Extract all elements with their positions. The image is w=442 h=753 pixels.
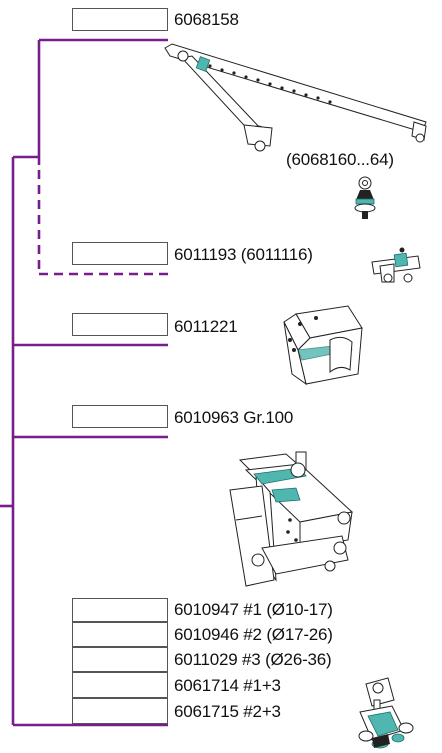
label-variant-5: 6061715 #2+3 — [174, 702, 281, 721]
checkbox-variant-4[interactable] — [72, 672, 168, 698]
checkbox-variant-2[interactable] — [72, 622, 168, 647]
arm-assembly-image — [164, 43, 427, 152]
label-6011193: 6011193 (6011116) — [174, 245, 313, 264]
label-variant-2: 6010946 #2 (Ø17-26) — [174, 625, 333, 644]
small-bracket-image — [371, 247, 421, 283]
block-image — [283, 305, 363, 386]
label-6010963: 6010963 Gr.100 — [174, 408, 294, 427]
frame-image — [229, 451, 354, 587]
checkbox-variant-3[interactable] — [72, 647, 168, 672]
label-variant-1: 6010947 #1 (Ø10-17) — [174, 600, 333, 619]
checkbox-variant-1[interactable] — [72, 598, 168, 622]
checkbox-6011193[interactable] — [72, 242, 168, 265]
checkbox-6068158[interactable] — [72, 8, 168, 31]
checkbox-variant-5[interactable] — [72, 698, 168, 724]
label-6068160-64: (6068160...64) — [286, 150, 394, 169]
label-variant-4: 6061714 #1+3 — [174, 676, 281, 695]
checkbox-6011221[interactable] — [72, 313, 168, 336]
label-variant-3: 6011029 #3 (Ø26-36) — [174, 650, 332, 669]
clamp-image — [358, 677, 414, 749]
pin-image — [354, 176, 376, 219]
label-6011221: 6011221 — [174, 317, 238, 336]
checkbox-6010963[interactable] — [72, 405, 168, 428]
label-6068158: 6068158 — [174, 10, 239, 29]
